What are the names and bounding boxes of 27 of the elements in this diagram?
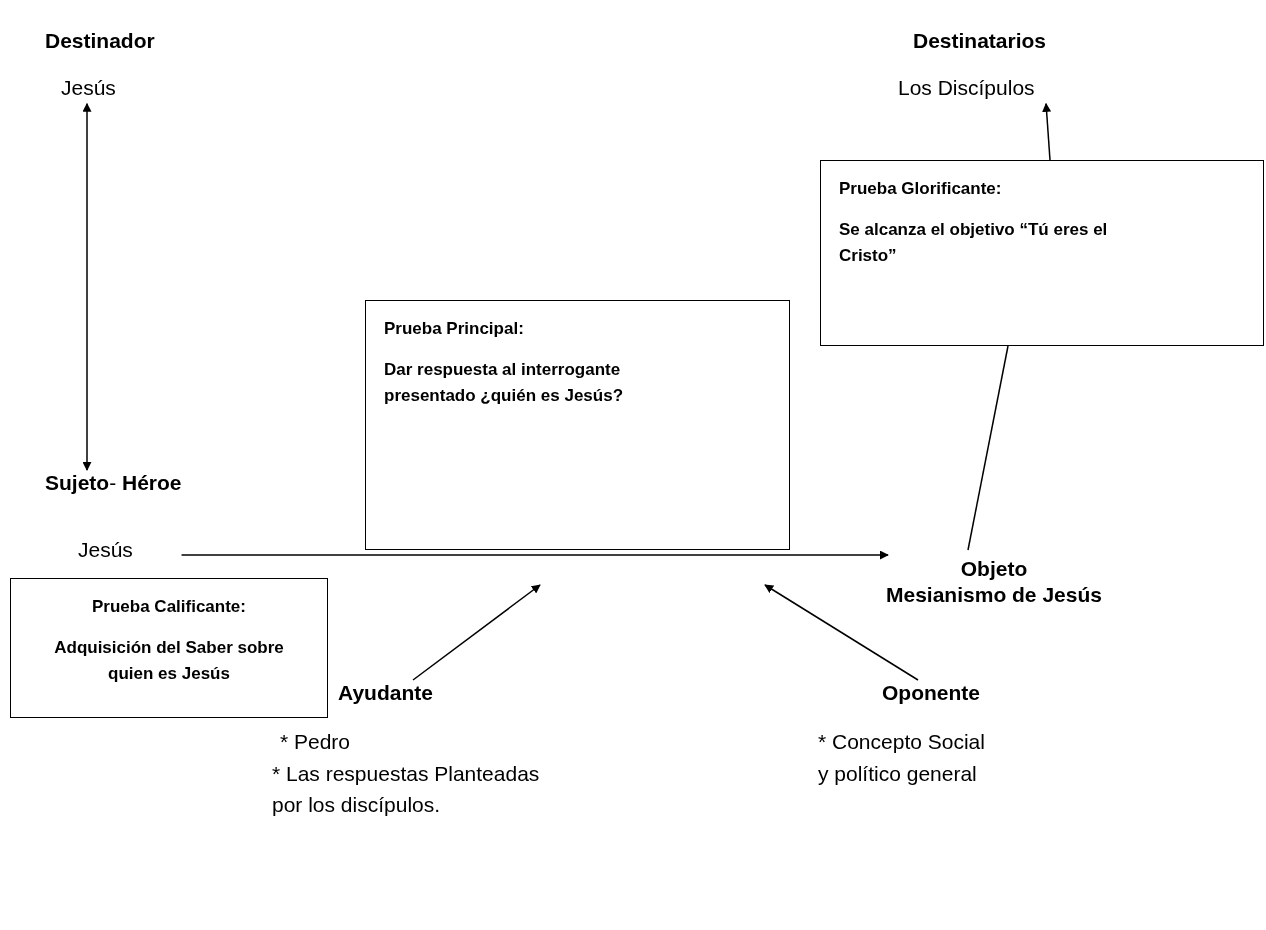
heading-text: Destinador: [45, 28, 155, 54]
heading-text: Objeto: [960, 556, 1028, 582]
body-text: Jesús: [78, 537, 133, 564]
heading-text: Sujeto- Héroe: [45, 470, 182, 496]
body-text: * Pedro: [280, 729, 351, 756]
box-text: Se alcanza el objetivo “Tú eres el Cristo”: [839, 218, 1109, 268]
heading-text: Destinatarios: [913, 28, 1047, 54]
text-box: [10, 578, 328, 718]
box-text: Adquisición del Saber sobre quien es Jesús: [53, 636, 285, 686]
body-text: * Concepto Social y político general: [818, 729, 986, 787]
box-heading: Prueba Glorificante:: [839, 178, 1002, 200]
arrow: [82, 102, 92, 471]
text-box: [820, 160, 1264, 346]
arrow: [412, 584, 541, 681]
box-heading: Prueba Principal:: [384, 318, 524, 340]
heading-text: Ayudante: [338, 680, 433, 706]
body-text: Los Discípulos: [898, 75, 1035, 102]
heading-text: Oponente: [882, 680, 980, 706]
arrow: [1042, 102, 1052, 161]
body-text: * Las respuestas Planteadas por los discípulos.: [272, 760, 541, 819]
box-heading: Prueba Calificante:: [92, 596, 246, 618]
arrow: [180, 550, 889, 560]
box-text: Dar respuesta al interrogante presentado ¿quién es Jesús?: [384, 358, 624, 408]
text-box: [365, 300, 790, 550]
arrow: [764, 584, 919, 681]
heading-text: Mesianismo de Jesús: [886, 582, 1102, 609]
body-text: Jesús: [61, 75, 116, 102]
